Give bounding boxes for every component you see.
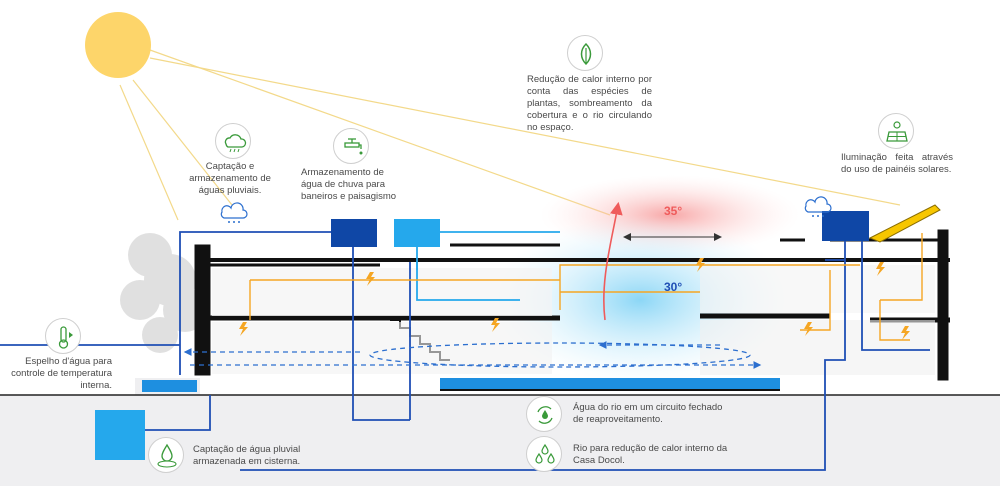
tank-roof-mid (394, 219, 440, 247)
river-basin (440, 378, 780, 390)
label-river-cooling: Rio para redução de calor interno da Cas… (573, 443, 728, 466)
label-mirror-water: Espelho d'água para controle de temperat… (11, 356, 112, 391)
tank-roof-right (822, 211, 869, 241)
cloud-rain-icon (220, 196, 832, 219)
label-river-circuit: Água do rio em um circuito fechado de re… (573, 402, 723, 425)
sun-rays (119, 49, 901, 221)
river-circulation (183, 341, 762, 369)
label-rain-capture: Captação e armazenamento de águas pluvia… (189, 161, 271, 196)
solar-panel-icon (878, 113, 914, 149)
energy-bolts (239, 258, 910, 340)
recycle-water-icon (526, 396, 562, 432)
cool-temperature: 30° (664, 280, 683, 294)
rain-pipes (416, 231, 560, 301)
label-plants-cooling: Redução de calor interno por conta das e… (527, 74, 652, 133)
thermometer-icon (45, 318, 81, 354)
hot-temperature: 35° (664, 204, 683, 218)
trees (120, 233, 207, 353)
ground (0, 378, 1000, 486)
water-drops-icon (526, 436, 562, 472)
water-pipes (0, 231, 930, 471)
building (194, 229, 950, 381)
faucet-icon (333, 128, 369, 164)
leaf-icon (567, 35, 603, 71)
label-rain-storage: Armazenamento de água de chuva para bane… (301, 167, 397, 202)
heat-arrow (603, 201, 623, 321)
mirror-pool (142, 380, 197, 392)
sun (85, 12, 151, 78)
energy-lines (249, 233, 923, 341)
tank-roof-left (331, 219, 377, 247)
cistern-tank (95, 410, 145, 460)
solar-panel (868, 204, 941, 243)
cloud-rain-icon (215, 123, 251, 159)
label-solar-lighting: Iluminação feita através do uso de painé… (841, 152, 953, 175)
water-drop-ripple-icon (148, 437, 184, 473)
label-cistern: Captação de água pluvial armazenada em c… (193, 444, 301, 467)
